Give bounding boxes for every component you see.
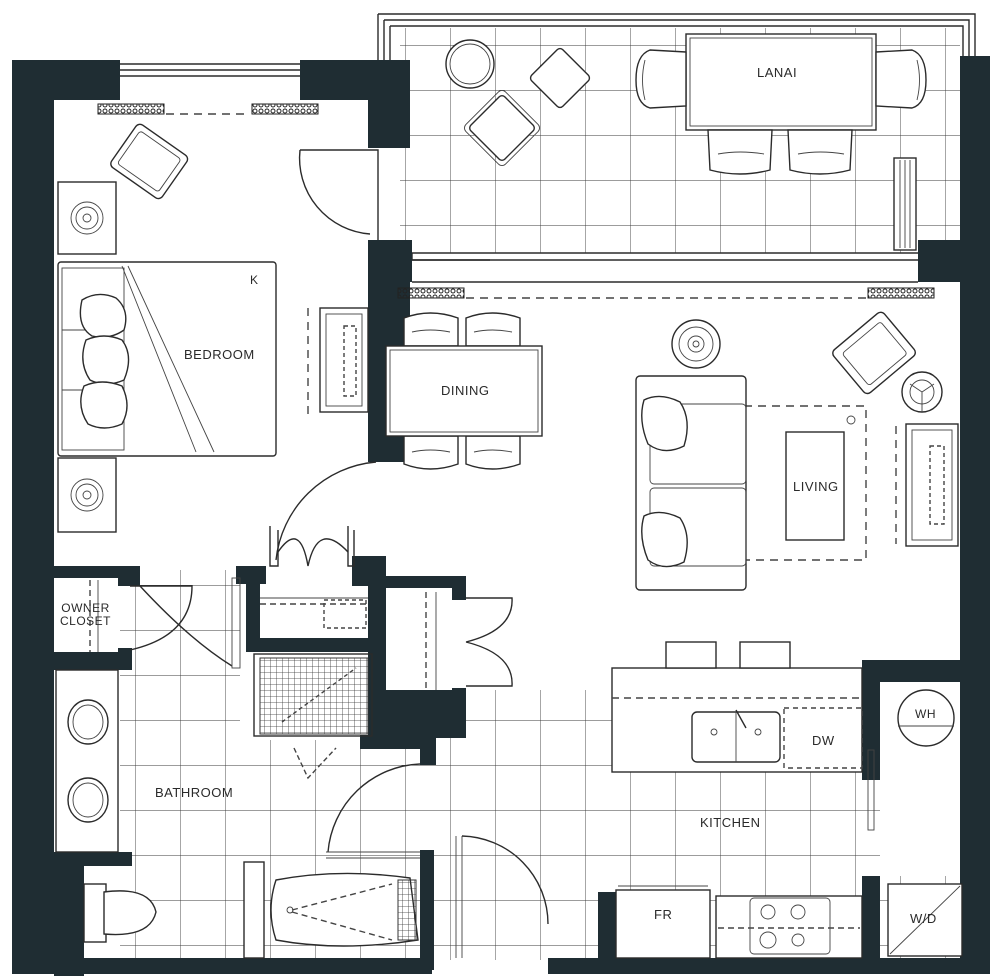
water-heater-label: WH	[915, 707, 936, 721]
dining-label: DINING	[441, 383, 490, 398]
bedroom-label: BEDROOM	[184, 347, 255, 362]
refrigerator-label: FR	[654, 907, 673, 922]
owner-closet-label: OWNER CLOSET	[60, 601, 112, 628]
bathroom-fixtures	[55, 669, 421, 959]
washer-dryer-label: W/D	[910, 911, 937, 926]
bedroom-furniture	[57, 123, 369, 533]
kitchen-fixtures	[455, 641, 963, 959]
dishwasher-label: DW	[812, 733, 835, 748]
shower	[253, 653, 373, 737]
lanai-label: LANAI	[757, 65, 798, 80]
bed-size-label: K	[250, 273, 259, 287]
kitchen-label: KITCHEN	[700, 815, 761, 830]
living-furniture	[635, 311, 959, 591]
bathroom-label: BATHROOM	[155, 785, 234, 800]
owner-closet-fixtures	[56, 577, 241, 669]
lanai-area	[377, 13, 976, 261]
dining-furniture	[385, 312, 543, 470]
living-label: LIVING	[793, 479, 839, 494]
hall-closets	[260, 526, 513, 690]
shower-floor	[259, 657, 369, 735]
